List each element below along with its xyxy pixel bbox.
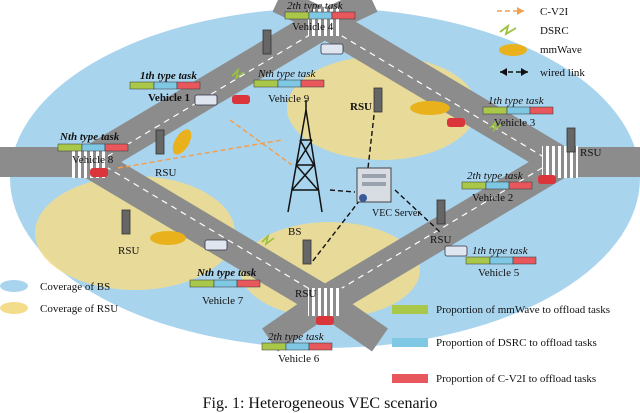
legend-dsrc-proportion-text: Proportion of DSRC to offload tasks [436, 337, 597, 349]
vehicle-4-label: Vehicle 4 [292, 21, 334, 33]
bs-tower [287, 100, 323, 213]
lane-markings [97, 29, 553, 295]
legend-dsrc-swatch [392, 338, 428, 347]
figure-caption: Fig. 1: Heterogeneous VEC scenario [202, 395, 438, 412]
vehicle-1-task-label: 1th type task [140, 70, 197, 82]
vehicle-2-label: Vehicle 2 [472, 192, 513, 204]
legend-cv2i-text: C-V2I [540, 6, 568, 18]
vehicle-2-task-label: 2th type task [467, 170, 524, 182]
legend-mmwave-swatch [392, 305, 428, 314]
vehicle-5-task-label: 1th type task [472, 245, 529, 257]
cv2i-links [117, 119, 293, 169]
mmwave-clouds [150, 101, 450, 245]
legend-wired-text: wired link [540, 67, 585, 79]
legend-mmwave-proportion-text: Proportion of mmWave to offload tasks [436, 304, 610, 316]
vehicle-9-task-label: Nth type task [257, 68, 317, 80]
vehicle-3-label: Vehicle 3 [494, 117, 536, 129]
legend-top-symbols [497, 7, 528, 76]
vehicle-9-task-bar [253, 79, 279, 88]
vehicle-4-task-label: 2th type task [287, 0, 344, 12]
vehicle-7-task-bar [189, 279, 215, 288]
rsu-label: RSU [118, 245, 139, 257]
vehicle-9-label: Vehicle 9 [268, 93, 310, 105]
legend-cv2i-proportion-text: Proportion of C-V2I to offload tasks [436, 373, 596, 385]
mmwave-legend-cloud [499, 44, 527, 56]
vehicle-5-task-bar [465, 256, 491, 265]
server-label: VEC Server [372, 208, 421, 219]
vehicle-6-label: Vehicle 6 [278, 353, 320, 365]
dsrc-links [231, 67, 503, 246]
vehicle-8-task-label: Nth type task [59, 131, 120, 143]
vehicle-6-task-bar [261, 342, 287, 351]
legend-rsu-swatch [0, 302, 28, 314]
dsrc-legend-icon [499, 23, 517, 36]
legend-cv2i-swatch [392, 374, 428, 383]
vehicle-7-label: Vehicle 7 [202, 295, 244, 307]
vehicle-8-task-bar [57, 143, 83, 152]
rsu-label: RSU [295, 288, 316, 300]
vehicle-7-task-label: Nth type task [196, 267, 257, 279]
wired-links [311, 114, 441, 263]
vec-server-icon [356, 167, 392, 203]
bs-label: BS [288, 226, 301, 238]
vehicle-3-task-bar [482, 106, 508, 115]
rsu-label: RSU [430, 234, 451, 246]
vehicle-1-task-bar [129, 81, 155, 90]
legend-bs-text: Coverage of BS [40, 281, 110, 293]
legend-mmwave-text: mmWave [540, 44, 582, 56]
rsu-label: RSU [155, 167, 176, 179]
legend-bs-swatch [0, 280, 28, 292]
legend-rsu-text: Coverage of RSU [40, 303, 118, 315]
rsu-icons [121, 29, 576, 265]
vehicle-3-task-label: 1th type task [488, 95, 545, 107]
task-bars [57, 11, 554, 351]
rsu-label: RSU [350, 101, 372, 113]
vehicle-1-label: Vehicle 1 [148, 92, 190, 104]
vehicle-8-label: Vehicle 8 [72, 154, 114, 166]
legend-dsrc-text: DSRC [540, 25, 569, 37]
vehicle-2-task-bar [461, 181, 487, 190]
vehicle-5-label: Vehicle 5 [478, 267, 520, 279]
rsu-label: RSU [580, 147, 601, 159]
vehicle-4-task-bar [284, 11, 310, 20]
vehicle-6-task-label: 2th type task [268, 331, 325, 343]
vehicle-icons [90, 43, 556, 325]
